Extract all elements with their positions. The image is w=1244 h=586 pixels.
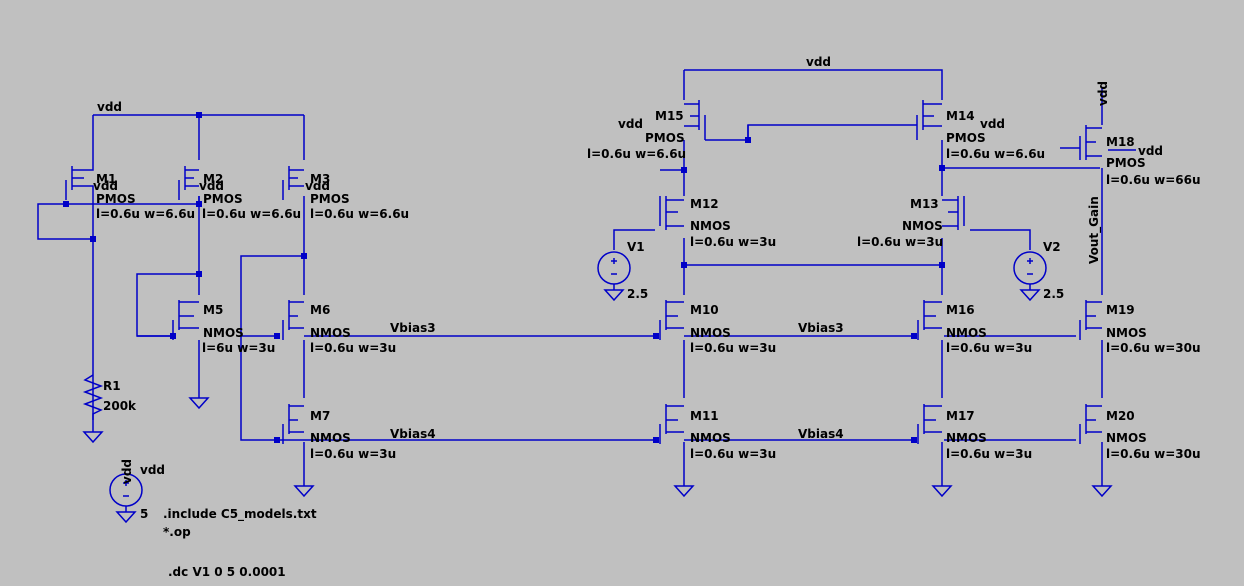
wires <box>37 69 1136 486</box>
source-value-v1: 2.5 <box>627 287 648 301</box>
device-size-m14: l=0.6u w=6.6u <box>946 147 1045 161</box>
device-model-m20: NMOS <box>1106 431 1147 445</box>
device-model-m14: PMOS <box>946 131 986 145</box>
net-label-vbias3-left: Vbias3 <box>390 321 436 335</box>
device-size-m17: l=0.6u w=3u <box>946 447 1032 461</box>
device-size-m7: l=0.6u w=3u <box>310 447 396 461</box>
net-label-vdd-m18: vdd <box>1096 81 1110 106</box>
resistor-symbol <box>82 374 104 420</box>
source-name-v1: V1 <box>627 240 645 254</box>
spice-directive-op: *.op <box>163 525 191 539</box>
net-label-vdd-m1-bulk: vdd <box>93 179 118 193</box>
net-label-vdd-m18-bulk: vdd <box>1138 144 1163 158</box>
device-size-m16: l=0.6u w=3u <box>946 341 1032 355</box>
device-model-m17: NMOS <box>946 431 987 445</box>
device-name-m17: M17 <box>946 409 975 423</box>
device-model-m11: NMOS <box>690 431 731 445</box>
net-label-vbias3-right: Vbias3 <box>798 321 844 335</box>
device-name-m13: M13 <box>910 197 939 211</box>
device-model-m3: PMOS <box>310 192 350 206</box>
device-name-m6: M6 <box>310 303 330 317</box>
device-size-m12: l=0.6u w=3u <box>690 235 776 249</box>
device-name-m15: M15 <box>655 109 684 123</box>
device-name-m12: M12 <box>690 197 719 211</box>
net-label-vdd-m14-bulk: vdd <box>980 117 1005 131</box>
device-model-m15: PMOS <box>645 131 685 145</box>
net-label-vdd-m3-bulk: vdd <box>305 179 330 193</box>
device-size-m5: l=6u w=3u <box>202 341 275 355</box>
net-label-vdd-top: vdd <box>806 55 831 69</box>
spice-directive-include: .include C5_models.txt <box>163 507 317 522</box>
transistor-symbols <box>65 100 1102 444</box>
device-size-m13: l=0.6u w=3u <box>857 235 943 249</box>
device-name-m18: M18 <box>1106 135 1135 149</box>
device-name-m11: M11 <box>690 409 719 423</box>
device-size-m10: l=0.6u w=3u <box>690 341 776 355</box>
device-model-m2: PMOS <box>203 192 243 206</box>
device-model-m12: NMOS <box>690 219 731 233</box>
device-name-m14: M14 <box>946 109 975 123</box>
net-label-vout-gain: Vout_Gain <box>1087 196 1102 264</box>
device-name-m3: M3 <box>310 172 330 186</box>
device-name-m10: M10 <box>690 303 719 317</box>
device-model-m6: NMOS <box>310 326 351 340</box>
device-model-m13: NMOS <box>902 219 943 233</box>
device-size-m20: l=0.6u w=30u <box>1106 447 1201 461</box>
device-size-m19: l=0.6u w=30u <box>1106 341 1201 355</box>
device-name-m7: M7 <box>310 409 330 423</box>
device-model-m19: NMOS <box>1106 326 1147 340</box>
ground-symbols <box>82 289 1113 524</box>
device-size-m6: l=0.6u w=3u <box>310 341 396 355</box>
net-label-vbias4-right: Vbias4 <box>798 427 844 441</box>
device-name-m1: M1 <box>96 172 116 186</box>
junctions <box>63 112 945 443</box>
voltage-source-symbols <box>109 251 1047 512</box>
device-size-m1: l=0.6u w=6.6u <box>96 207 195 221</box>
resistor-value: 200k <box>103 399 137 413</box>
device-size-m3: l=0.6u w=6.6u <box>310 207 409 221</box>
net-label-vbias4-left: Vbias4 <box>390 427 436 441</box>
spice-directive-dc: .dc V1 0 5 0.0001 <box>168 565 286 579</box>
source-value-v2: 2.5 <box>1043 287 1064 301</box>
net-label-vdd-left: vdd <box>97 100 122 114</box>
device-size-m2: l=0.6u w=6.6u <box>202 207 301 221</box>
source-name-v2: V2 <box>1043 240 1061 254</box>
net-label-vdd-m2-bulk: vdd <box>199 179 224 193</box>
device-name-m20: M20 <box>1106 409 1135 423</box>
resistor-name: R1 <box>103 379 121 393</box>
device-model-m18: PMOS <box>1106 156 1146 170</box>
device-size-m11: l=0.6u w=3u <box>690 447 776 461</box>
device-model-m7: NMOS <box>310 431 351 445</box>
device-name-m5: M5 <box>203 303 223 317</box>
device-model-m10: NMOS <box>690 326 731 340</box>
device-model-m16: NMOS <box>946 326 987 340</box>
device-name-m2: M2 <box>203 172 223 186</box>
device-name-m19: M19 <box>1106 303 1135 317</box>
device-size-m15: l=0.6u w=6.6u <box>587 147 686 161</box>
net-label-vdd-source: vdd <box>140 463 165 477</box>
source-value-vdd: 5 <box>140 507 148 521</box>
net-label-vdd-source-rot: vdd <box>120 459 134 484</box>
device-name-m16: M16 <box>946 303 975 317</box>
device-model-m5: NMOS <box>203 326 244 340</box>
device-model-m1: PMOS <box>96 192 136 206</box>
device-size-m18: l=0.6u w=66u <box>1106 173 1201 187</box>
net-label-vdd-m15-gate: vdd <box>618 117 643 131</box>
